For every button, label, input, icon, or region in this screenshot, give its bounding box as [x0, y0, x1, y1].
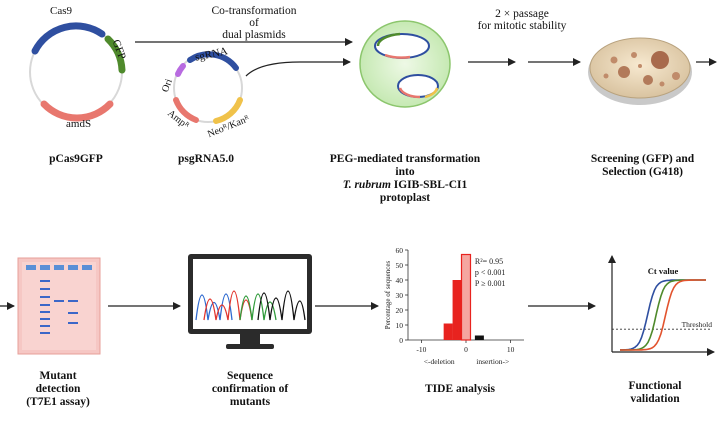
strain-name: IGIB-SBL-CI1 — [390, 179, 468, 191]
qpcr-curve — [620, 279, 706, 351]
note-cotransformation: Co-transformation of dual plasmids — [211, 5, 297, 41]
caption-functional-validation: Functional validation — [628, 380, 682, 405]
protoplast-cell — [359, 20, 451, 108]
amds-label: amdS — [66, 118, 92, 130]
note-passage: 2 × passage for mitotic stability — [477, 8, 567, 32]
tide-y-tick-label: 0 — [399, 336, 403, 345]
caption-tide-analysis: TIDE analysis — [425, 383, 495, 395]
gel-image — [17, 257, 101, 355]
tide-x-label-deletion: <-deletion — [424, 357, 455, 366]
tide-y-axis-label: Percentage of sequences — [384, 261, 392, 330]
caption-pcas9gfp: pCas9GFP — [49, 153, 103, 165]
caption-screening: Screening (GFP) and Selection (G418) — [590, 153, 695, 178]
species-name: T. rubrum — [342, 179, 391, 191]
tide-stat: R²= 0.95 — [475, 257, 503, 266]
plasmid-psgrna — [173, 51, 243, 124]
cas9-arc — [31, 22, 106, 55]
caption-sequence-confirmation: Sequence confirmation of mutants — [211, 370, 289, 408]
amp-arc — [173, 97, 199, 123]
caption-mutant-detection: Mutant detection (T7E1 assay) — [26, 370, 90, 408]
qpcr-chart: Threshold Ct value — [608, 255, 715, 356]
qpcr-curve — [620, 279, 706, 351]
tide-x-tick-label: -10 — [416, 345, 426, 354]
tide-y-tick-label: 60 — [396, 246, 404, 255]
tide-bar — [460, 253, 472, 341]
petri-dish — [588, 37, 692, 105]
neo-arc — [213, 97, 243, 124]
amds-arc — [40, 100, 114, 122]
tide-y-tick-label: 50 — [396, 261, 404, 270]
qpcr-title: Ct value — [648, 266, 679, 276]
tide-bar — [443, 323, 453, 340]
tide-y-tick-label: 30 — [396, 291, 404, 300]
cas9-label: Cas9 — [50, 5, 72, 17]
caption-peg-transformation: PEG-mediated transformation into T. rubr… — [329, 153, 481, 204]
tide-x-tick-label: 0 — [464, 345, 468, 354]
tide-bar — [452, 280, 462, 340]
tide-y-tick-label: 40 — [396, 276, 404, 285]
tide-y-tick-label: 20 — [396, 306, 404, 315]
sgrna-arc — [187, 51, 239, 71]
tide-y-tick-label: 10 — [396, 321, 404, 330]
gfp-arc — [104, 35, 126, 74]
caption-psgrna: psgRNA5.0 — [178, 153, 234, 165]
tide-x-tick-label: 10 — [507, 345, 515, 354]
monitor-sequencing — [188, 254, 312, 349]
plasmid-pcas9gfp — [29, 22, 126, 122]
tide-bar — [474, 335, 484, 340]
arrow-psgrna-to-cell — [245, 58, 351, 77]
tide-x-label-insertion: insertion-> — [476, 357, 509, 366]
tide-stat: P ≥ 0.001 — [475, 279, 506, 288]
qpcr-threshold-label: Threshold — [682, 320, 713, 329]
tide-stat: p < 0.001 — [475, 268, 506, 277]
tide-chart: 0 10 20 30 40 50 60 -10 0 10 Percentage of sequenc… — [384, 246, 524, 366]
ori-arc — [175, 63, 186, 77]
